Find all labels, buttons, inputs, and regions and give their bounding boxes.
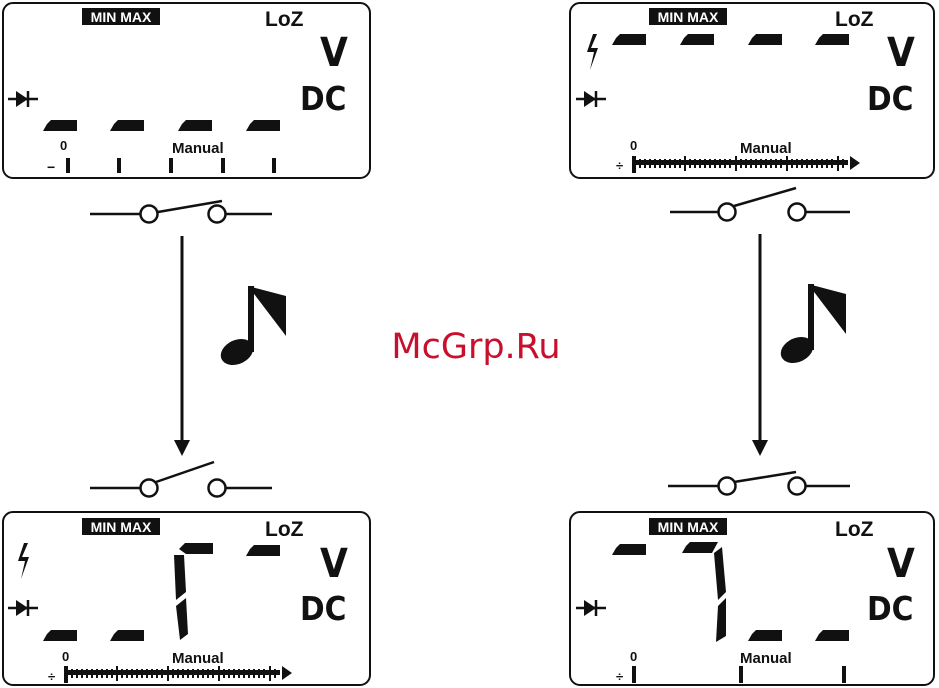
digit-segments [612,542,849,642]
digit-segments [43,543,280,641]
digit-segment-upper-right [714,547,726,600]
minmax-badge: MIN MAX [82,518,160,535]
diode-icon [8,91,38,107]
diode-icon [576,91,606,107]
minmax-label: MIN MAX [91,9,152,25]
zero-label: 0 [62,649,69,664]
scale-ticks [632,666,846,683]
lcd-display-bottom-left: MIN MAX LoZ V DC 0 Manual ÷ [3,512,370,685]
digit-segment-upper-left [174,555,186,600]
manual-label: Manual [172,650,224,667]
unit-label: V [320,541,348,587]
bargraph [632,156,860,173]
arrow-down-icon [174,236,190,456]
loz-label: LoZ [835,8,874,31]
dash-segment [680,34,714,45]
manual-label: Manual [740,650,792,667]
music-note-icon [777,284,846,368]
switch-icon [90,201,272,223]
minus-sign: − [47,159,55,175]
digit-segment-lower-left [176,598,188,640]
lightning-icon [18,543,29,579]
mode-label: DC [300,79,346,118]
minmax-badge: MIN MAX [82,8,160,25]
dash-segment [748,34,782,45]
watermark: McGrp.Ru [391,327,560,367]
scale-ticks [66,158,276,173]
mode-label: DC [300,589,346,628]
manual-label: Manual [740,140,792,157]
dash-segments [612,34,849,45]
loz-label: LoZ [835,518,874,541]
bargraph [64,666,292,683]
dash-segment [748,630,782,641]
switch-icon [668,472,850,495]
dash-segment [246,545,280,556]
plusminus-sign: ÷ [616,669,623,684]
minmax-badge: MIN MAX [649,8,727,25]
dash-segment [110,120,144,131]
minmax-label: MIN MAX [658,9,719,25]
dash-segment [43,120,77,131]
minmax-label: MIN MAX [658,519,719,535]
switch-icon [670,188,850,221]
lcd-display-bottom-right: MIN MAX LoZ V DC 0 Manual ÷ [570,512,934,685]
diode-icon [8,600,38,616]
switch-icon [90,462,272,497]
dash-segment [612,544,646,555]
mode-label: DC [867,79,913,118]
arrow-down-icon [752,234,768,456]
zero-label: 0 [60,138,67,153]
loz-label: LoZ [265,8,304,31]
bargraph-arrow [282,666,292,680]
dash-segment [246,120,280,131]
dash-segment [815,630,849,641]
unit-label: V [887,30,915,76]
lcd-display-top-left: MIN MAX LoZ V DC 0 Manual − [3,3,370,178]
digit-segment-lower-right [716,598,726,642]
plusminus-sign: ÷ [616,158,623,173]
unit-label: V [320,30,348,76]
minmax-badge: MIN MAX [649,518,727,535]
digit-segment-top [682,542,718,553]
unit-label: V [887,541,915,587]
minmax-label: MIN MAX [91,519,152,535]
manual-label: Manual [172,140,224,157]
lcd-display-top-right: MIN MAX LoZ V DC 0 Manual ÷ [570,3,934,178]
mode-label: DC [867,589,913,628]
music-note-icon [217,286,286,370]
zero-label: 0 [630,138,637,153]
dash-segment [43,630,77,641]
loz-label: LoZ [265,518,304,541]
dash-segment [110,630,144,641]
digit-segment-top [179,543,213,554]
zero-label: 0 [630,649,637,664]
dash-segment [612,34,646,45]
lightning-icon [587,34,598,70]
bargraph-arrow [850,156,860,170]
dash-segment [815,34,849,45]
dash-segment [178,120,212,131]
plusminus-sign: ÷ [48,669,55,684]
diode-icon [576,600,606,616]
dash-segments [43,120,280,131]
